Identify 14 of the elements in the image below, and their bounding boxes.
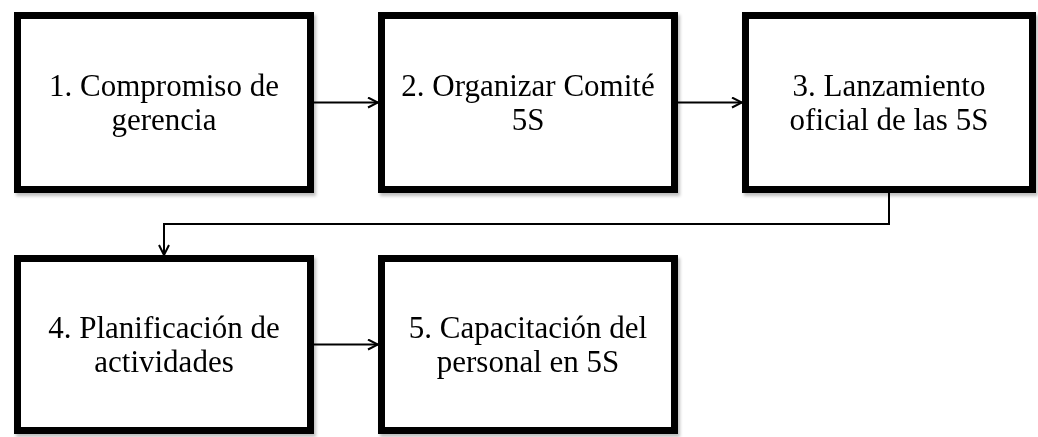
- arrow: [677, 96, 743, 109]
- step-label: 5. Capacitación del personal en 5S: [407, 310, 649, 379]
- process-box: [742, 12, 1036, 193]
- process-box: [378, 12, 678, 193]
- step-label: 3. Lanzamiento oficial de las 5S: [788, 68, 990, 137]
- process-box: [378, 255, 678, 434]
- arrow: [158, 192, 890, 256]
- step-label: 1. Compromiso de gerencia: [48, 68, 280, 137]
- arrow: [313, 96, 379, 109]
- step-label: 2. Organizar Comité 5S: [400, 68, 656, 137]
- arrow: [313, 338, 379, 351]
- step-label: 4. Planificación de actividades: [47, 310, 281, 379]
- process-box: [14, 255, 314, 434]
- process-box: [14, 12, 314, 193]
